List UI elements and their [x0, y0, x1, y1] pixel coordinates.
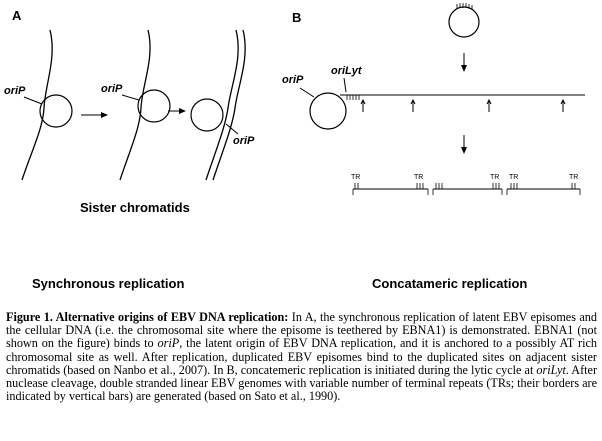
tr-label-4: TR [509, 174, 518, 181]
episome-circle-b [309, 92, 347, 130]
caption-text-1: In A, the synchronous replication of lat… [6, 310, 597, 351]
panel-b-title: Concatameric replication [372, 276, 527, 291]
chromosome-strand-3 [205, 29, 239, 181]
caption-heading: Figure 1. Alternative origins of EBV DNA… [6, 310, 289, 324]
stage-arrowhead-2 [179, 108, 186, 114]
tr-label-5: TR [569, 174, 578, 181]
tr-label-2: TR [414, 174, 423, 181]
caption-oriLyt: oriLyt [536, 362, 566, 377]
linear-genome-tr-ticks [354, 183, 576, 189]
figure-caption: Figure 1. Alternative origins of EBV DNA… [6, 310, 598, 404]
episome-circle-1 [39, 94, 73, 128]
down-arrowhead-1 [461, 65, 467, 72]
stage-arrowhead-1 [101, 112, 108, 118]
oriP-label-3: oriP [233, 135, 255, 147]
oriP-label-b: oriP [282, 74, 304, 86]
episome-circle-2 [137, 89, 171, 123]
sister-chromatids-label: Sister chromatids [80, 200, 190, 215]
oriP-pointer-3 [225, 123, 239, 135]
oriLyt-pointer [343, 77, 347, 93]
tr-label-3: TR [490, 174, 499, 181]
oriP-label-1: oriP [4, 85, 26, 97]
caption-text-3: . After nuclease cleavage, double strand… [6, 362, 598, 404]
chromosome-strand-2 [119, 29, 151, 181]
concatemer-tr-ticks [346, 95, 360, 100]
oriLyt-label: oriLyt [331, 65, 363, 77]
panel-b-label: B [292, 10, 301, 25]
panel-a-label: A [12, 8, 22, 23]
tr-border-bars [352, 189, 581, 195]
down-arrowhead-2 [461, 147, 467, 154]
oriP-pointer-1 [23, 96, 43, 105]
caption-oriP: oriP [157, 336, 180, 351]
episome-top [448, 6, 480, 38]
chromosome-strand-1 [21, 29, 53, 181]
tr-label-1: TR [351, 174, 360, 181]
chromosome-strand-4 [212, 29, 246, 181]
episome-top-tr-ticks [456, 3, 473, 10]
concatemer-small-arrows [360, 98, 566, 112]
figure-diagram: A oriP oriP oriP Sister chromatids Synch… [4, 3, 585, 291]
episome-circle-3 [190, 98, 224, 132]
oriP-label-2: oriP [101, 83, 123, 95]
caption-text-2: , the latent origin of EBV DNA replicati… [6, 336, 598, 377]
oriP-pointer-2 [121, 94, 140, 101]
panel-a-title: Synchronous replication [32, 276, 184, 291]
oriP-pointer-b [299, 87, 315, 98]
